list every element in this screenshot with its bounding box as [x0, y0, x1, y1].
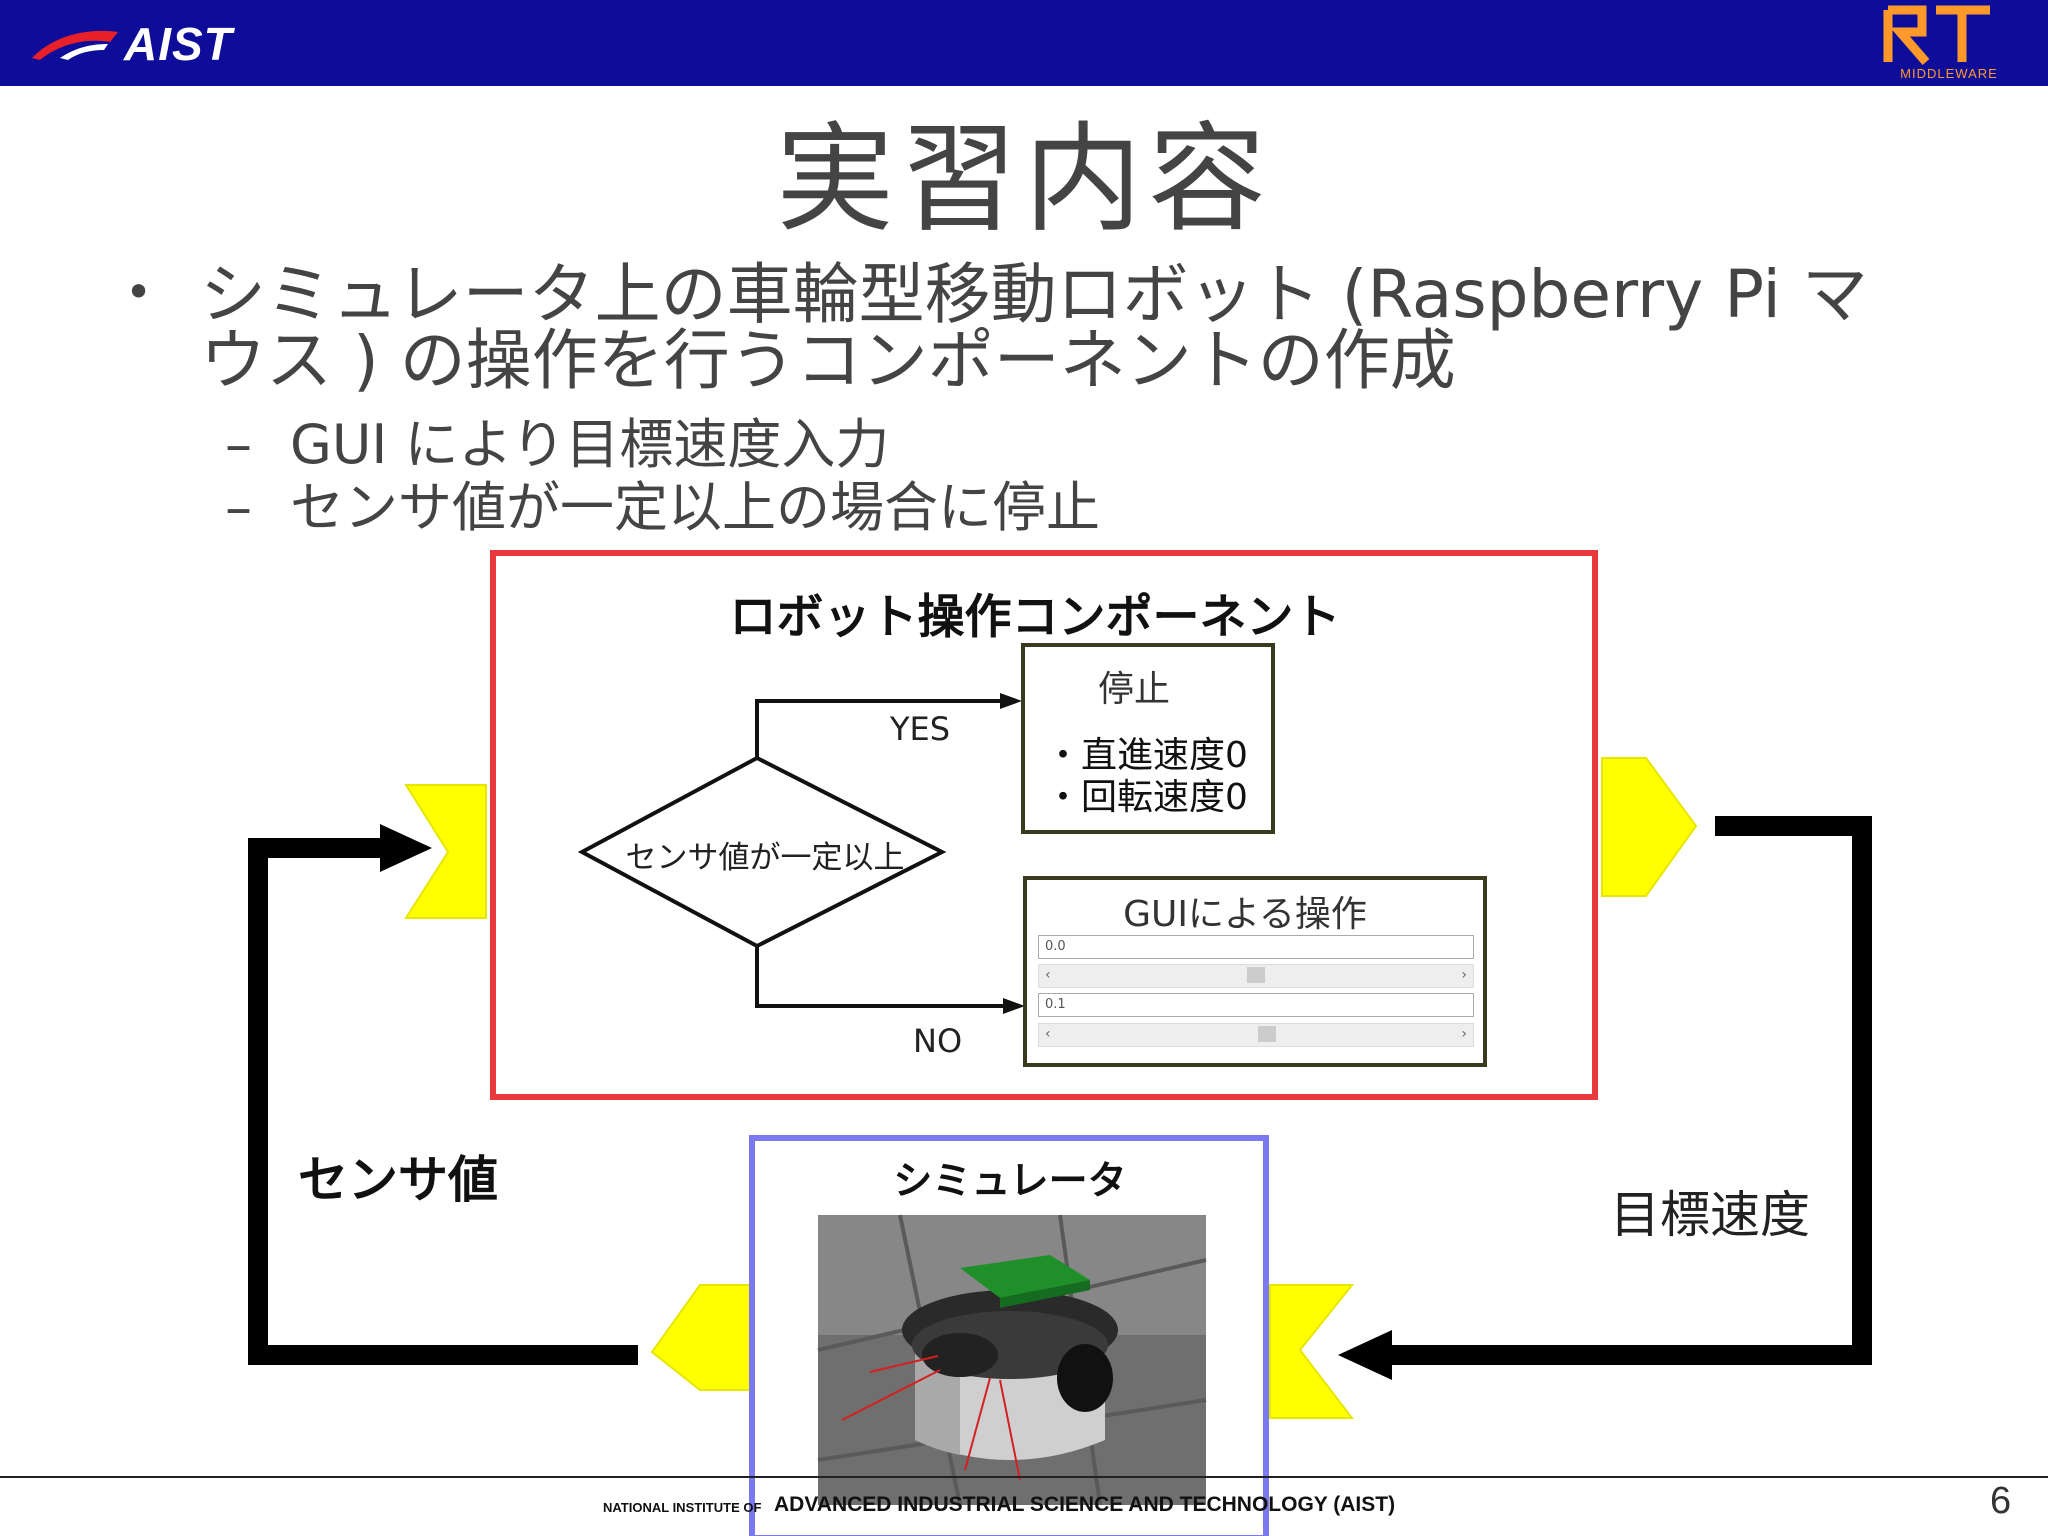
sub-bullet-1: GUI により目標速度入力	[290, 413, 890, 476]
simulator-input-port	[1269, 1284, 1355, 1419]
no-arrow-head	[1003, 998, 1025, 1014]
component-title: ロボット操作コンポーネント	[729, 590, 1341, 645]
stop-line-angular: ・回転速度0	[1045, 777, 1248, 818]
input-port	[404, 784, 487, 919]
stop-line-linear: ・直進速度0	[1045, 735, 1248, 776]
velocity-arrow	[1375, 816, 1872, 1365]
rt-middleware-logo	[1883, 5, 1990, 65]
simulator-title: シミュレータ	[893, 1159, 1127, 1204]
aist-swoosh-icon	[32, 30, 118, 60]
footer-institute-small: NATIONAL INSTITUTE OF	[603, 1500, 762, 1515]
footer-institute-name: ADVANCED INDUSTRIAL SCIENCE AND TECHNOLO…	[774, 1493, 1396, 1516]
decision-label: センサ値が一定以上	[625, 840, 905, 876]
component-box	[490, 550, 1598, 1100]
sub-bullet-dash: –	[225, 413, 252, 476]
slider-right-arrow-icon[interactable]: ›	[1461, 1026, 1467, 1042]
yes-label: YES	[890, 710, 951, 748]
no-label: NO	[913, 1022, 963, 1060]
page-number: 6	[1990, 1480, 2012, 1522]
bullet-dot: •	[125, 265, 153, 319]
stop-box	[1021, 643, 1275, 834]
yes-arrow-head	[1000, 693, 1022, 709]
velocity-input-1[interactable]: 0.0	[1038, 935, 1474, 959]
slider-right-arrow-icon[interactable]: ›	[1461, 967, 1467, 983]
slider-left-arrow-icon[interactable]: ‹	[1045, 967, 1051, 983]
rt-middleware-subtitle: MIDDLEWARE	[1900, 66, 1998, 81]
gui-box-title: GUIによる操作	[1123, 894, 1367, 935]
decision-diamond	[577, 755, 947, 949]
velocity-arrow-head	[1338, 1330, 1392, 1380]
sub-bullet-dash: –	[225, 476, 252, 539]
yes-line	[755, 699, 1004, 758]
stop-box-title: 停止	[1098, 669, 1171, 710]
slider-left-arrow-icon[interactable]: ‹	[1045, 1026, 1051, 1042]
aist-logo: AIST	[30, 14, 233, 74]
sensor-arrow	[248, 838, 638, 1365]
velocity-slider-2[interactable]: ‹ ›	[1038, 1023, 1474, 1047]
sensor-value-label: センサ値	[298, 1151, 498, 1209]
slider-thumb[interactable]	[1258, 1026, 1277, 1042]
velocity-input-2[interactable]: 0.1	[1038, 993, 1474, 1017]
aist-logo-text: AIST	[124, 18, 233, 70]
sensor-arrow-head	[380, 824, 432, 872]
footer-divider	[0, 1476, 2048, 1478]
velocity-slider-1[interactable]: ‹ ›	[1038, 964, 1474, 988]
sub-bullet-2: センサ値が一定以上の場合に停止	[290, 476, 1100, 539]
bullet-text: シミュレータ上の車輪型移動ロボット (Raspberry Pi マウス ) の操…	[200, 256, 1868, 399]
slider-thumb[interactable]	[1247, 967, 1265, 983]
simulator-scene	[817, 1214, 1207, 1506]
output-port	[1601, 757, 1698, 897]
no-line	[755, 946, 1004, 1008]
simulator-output-port	[650, 1284, 753, 1391]
simulator-box	[749, 1135, 1269, 1536]
header-bar	[0, 0, 2048, 86]
slide-title: 実習内容	[775, 110, 1272, 248]
target-velocity-label: 目標速度	[1610, 1186, 1810, 1244]
